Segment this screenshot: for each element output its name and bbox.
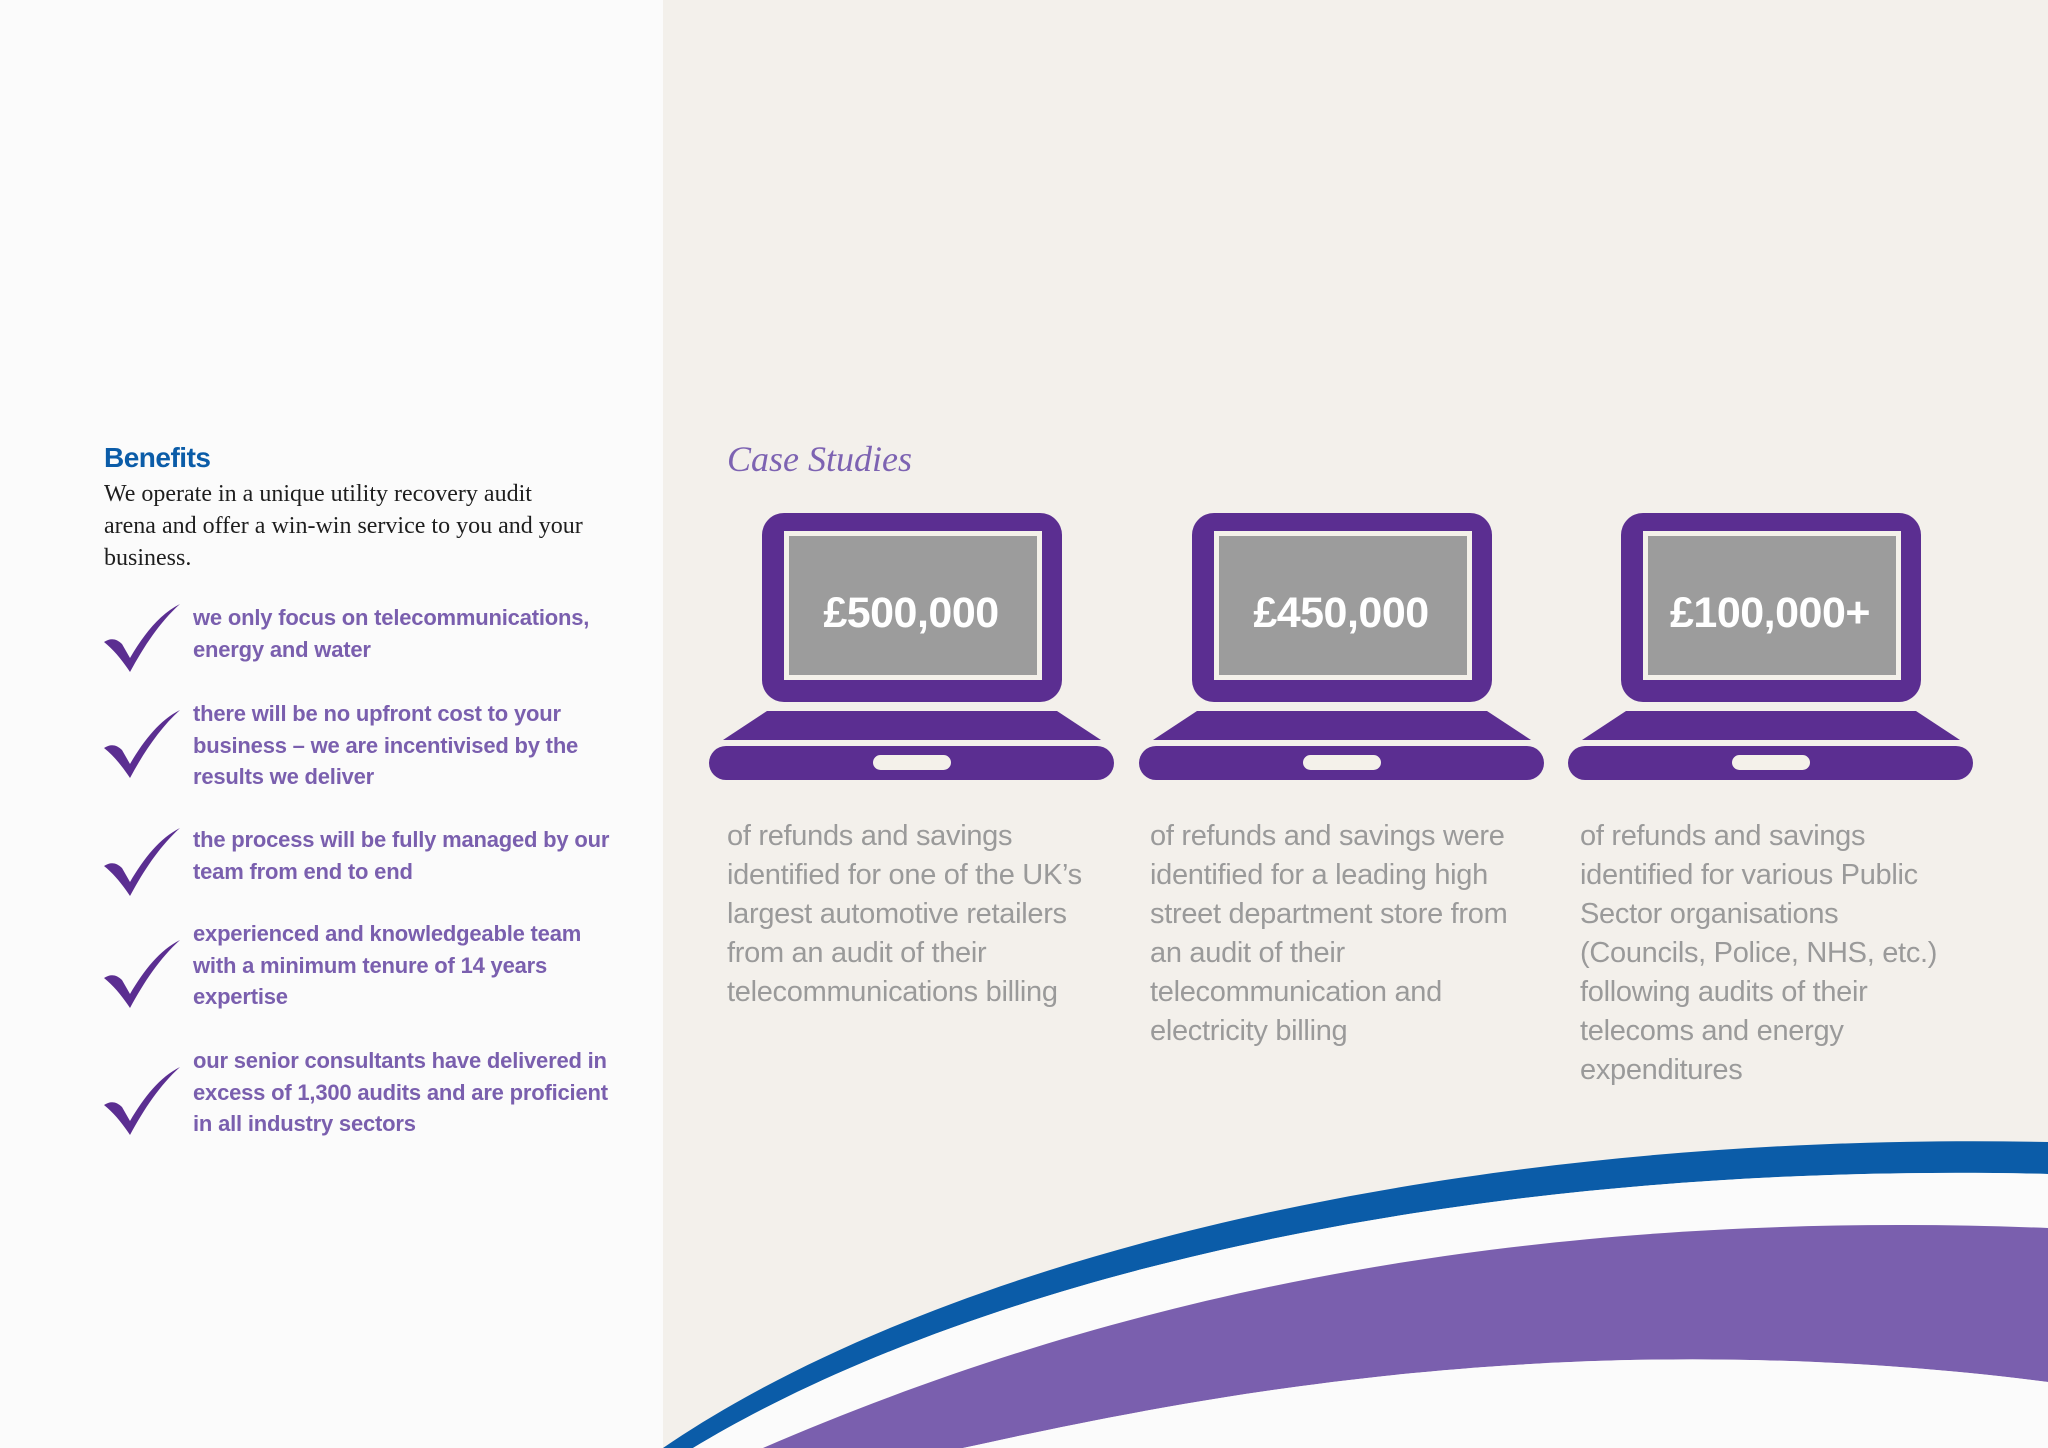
case-study-laptop: £500,000: [709, 510, 1119, 782]
case-study-laptop: £100,000+: [1568, 510, 1978, 782]
case-study-description: of refunds and savings identified for on…: [727, 820, 1082, 1008]
benefit-text: the process will be fully managed by our…: [193, 827, 610, 884]
benefit-text: our senior consultants have delivered in…: [193, 1048, 608, 1136]
benefits-heading: Benefits: [104, 442, 211, 473]
left-panel: [0, 0, 663, 1448]
benefit-text: experienced and knowledgeable team with …: [193, 921, 582, 1009]
laptop-icon: [1139, 513, 1544, 780]
checkmark-icon: [104, 1067, 180, 1135]
case-study-description: of refunds and savings were identified f…: [1150, 820, 1508, 1047]
laptop-icon: [1568, 513, 1973, 780]
benefits-intro: We operate in a unique utility recovery …: [104, 481, 583, 571]
case-study-laptop: £450,000: [1139, 510, 1549, 782]
case-study-amount: £450,000: [1253, 588, 1429, 637]
benefit-text: there will be no upfront cost to your bu…: [193, 701, 579, 789]
case-study-amount: £500,000: [823, 588, 999, 637]
laptop-icon: [709, 513, 1114, 780]
checkmark-icon: [104, 940, 180, 1008]
checkmark-icon: [104, 604, 180, 672]
decorative-swoosh: [663, 1141, 2048, 1448]
case-studies-heading: Case Studies: [727, 439, 912, 479]
benefit-text: we only focus on telecommunications, ene…: [193, 605, 590, 662]
checkmark-icon: [104, 710, 180, 778]
case-study-description: of refunds and savings identified for va…: [1580, 820, 1938, 1086]
checkmark-icon: [104, 828, 180, 896]
case-study-amount: £100,000+: [1670, 588, 1870, 637]
